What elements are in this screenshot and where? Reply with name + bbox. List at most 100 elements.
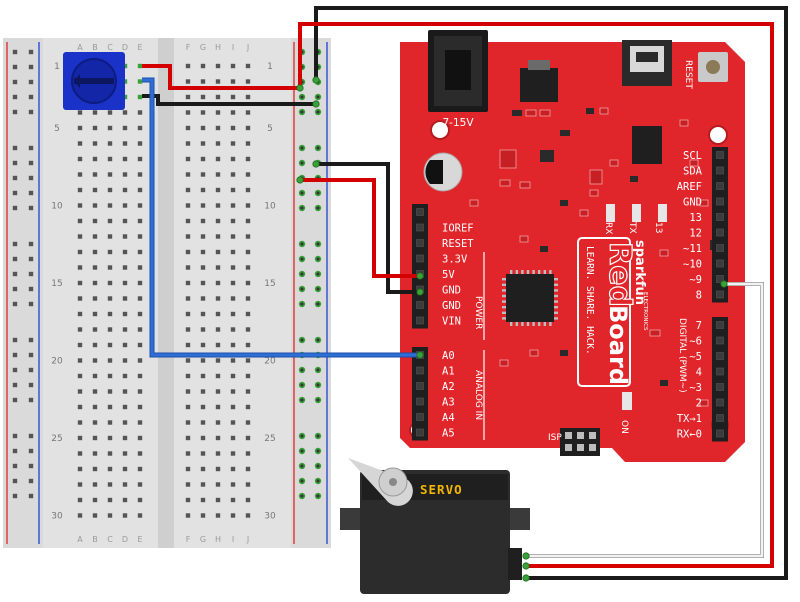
breadboard-hole (107, 513, 113, 518)
header-pin[interactable] (716, 197, 724, 206)
header-pin[interactable] (416, 254, 424, 263)
rail-hole (28, 49, 34, 55)
tx-led (632, 204, 641, 222)
header-pin[interactable] (416, 316, 424, 325)
header-pin[interactable] (716, 290, 724, 299)
breadboard-hole (185, 482, 191, 487)
breadboard-hole (122, 482, 128, 487)
wire-endpoint (296, 84, 304, 92)
header-pin[interactable] (716, 166, 724, 175)
digital-pin-label: 2 (696, 398, 702, 410)
header-pin[interactable] (716, 151, 724, 159)
breadboard-hole (77, 203, 83, 208)
column-letter-top: J (246, 43, 249, 52)
usb-connector (622, 40, 672, 86)
header-pin[interactable] (416, 413, 424, 421)
digital-header-high (712, 147, 728, 303)
breadboard-hole (215, 203, 221, 208)
header-pin[interactable] (716, 228, 724, 237)
breadboard-hole (200, 265, 206, 270)
digital-pin-label: TX→1 (677, 413, 702, 425)
header-pin[interactable] (416, 397, 424, 406)
breadboard-hole (185, 435, 191, 441)
breadboard-hole (137, 187, 143, 193)
breadboard-hole (122, 218, 128, 224)
header-pin[interactable] (716, 244, 724, 252)
row-number: 20 (51, 357, 63, 367)
breadboard-hole (137, 218, 143, 224)
header-pin[interactable] (716, 336, 724, 345)
header-pin[interactable] (716, 182, 724, 190)
isp-pin (565, 432, 572, 439)
wire-endpoint (522, 562, 530, 570)
smd-component (659, 249, 669, 257)
breadboard-hole (185, 63, 191, 69)
breadboard-hole (200, 249, 206, 255)
breadboard-hole (230, 420, 236, 425)
column-letter-bottom: C (107, 535, 113, 544)
header-pin[interactable] (716, 213, 724, 221)
header-pin[interactable] (716, 352, 724, 360)
breadboard-hole (215, 172, 221, 177)
breadboard-hole (200, 296, 206, 301)
breadboard-hole (245, 296, 251, 301)
column-letter-bottom: I (232, 535, 234, 544)
led13-label: 13 (653, 222, 663, 233)
breadboard-hole (77, 234, 83, 239)
header-pin[interactable] (716, 321, 724, 329)
rail-hole (12, 367, 18, 373)
potentiometer[interactable] (63, 52, 125, 110)
breadboard-hole (92, 404, 98, 410)
header-pin[interactable] (716, 259, 724, 268)
rail-hole (28, 301, 34, 307)
isp-label: ISP (548, 433, 562, 443)
rail-hole (28, 367, 34, 373)
breadboard-hole (200, 513, 206, 518)
servo-label: SERVO (420, 482, 463, 497)
smd-component (499, 359, 509, 367)
breadboard-hole (92, 466, 98, 472)
breadboard-hole (245, 125, 251, 131)
rx-led (606, 204, 615, 222)
smd-component (529, 349, 539, 357)
breadboard-hole (92, 234, 98, 239)
breadboard-hole (122, 451, 128, 456)
breadboard-hole (122, 203, 128, 208)
breadboard-hole (200, 466, 206, 472)
breadboard-hole (137, 280, 143, 286)
breadboard-hole (77, 342, 83, 348)
header-pin[interactable] (416, 208, 424, 216)
header-pin[interactable] (416, 301, 424, 309)
breadboard-hole (245, 280, 251, 286)
header-pin[interactable] (416, 239, 424, 247)
wire-5v-board (300, 178, 420, 278)
breadboard-hole (122, 513, 128, 518)
rail-hole (28, 205, 34, 211)
breadboard-hole (245, 218, 251, 224)
header-pin[interactable] (716, 429, 724, 438)
breadboard-hole (245, 482, 251, 487)
header-pin[interactable] (416, 382, 424, 390)
breadboard-hole (92, 265, 98, 270)
header-pin[interactable] (416, 366, 424, 375)
header-pin[interactable] (416, 223, 424, 232)
breadboard-hole (230, 110, 236, 115)
header-pin[interactable] (716, 383, 724, 391)
rail-hole (12, 463, 18, 469)
power-pin-label: GND (442, 300, 461, 312)
breadboard-hole (122, 373, 128, 379)
breadboard-hole (185, 358, 191, 363)
header-pin[interactable] (716, 275, 724, 283)
breadboard-hole (215, 389, 221, 394)
header-pin[interactable] (416, 428, 424, 437)
breadboard-hole (92, 389, 98, 394)
rail-hole (28, 448, 34, 454)
breadboard-hole (92, 125, 98, 131)
header-pin[interactable] (716, 414, 724, 422)
reset-button[interactable] (698, 52, 728, 82)
breadboard-hole (122, 358, 128, 363)
header-pin[interactable] (716, 367, 724, 376)
breadboard-hole (137, 451, 143, 456)
header-pin[interactable] (716, 398, 724, 407)
breadboard-hole (137, 234, 143, 239)
